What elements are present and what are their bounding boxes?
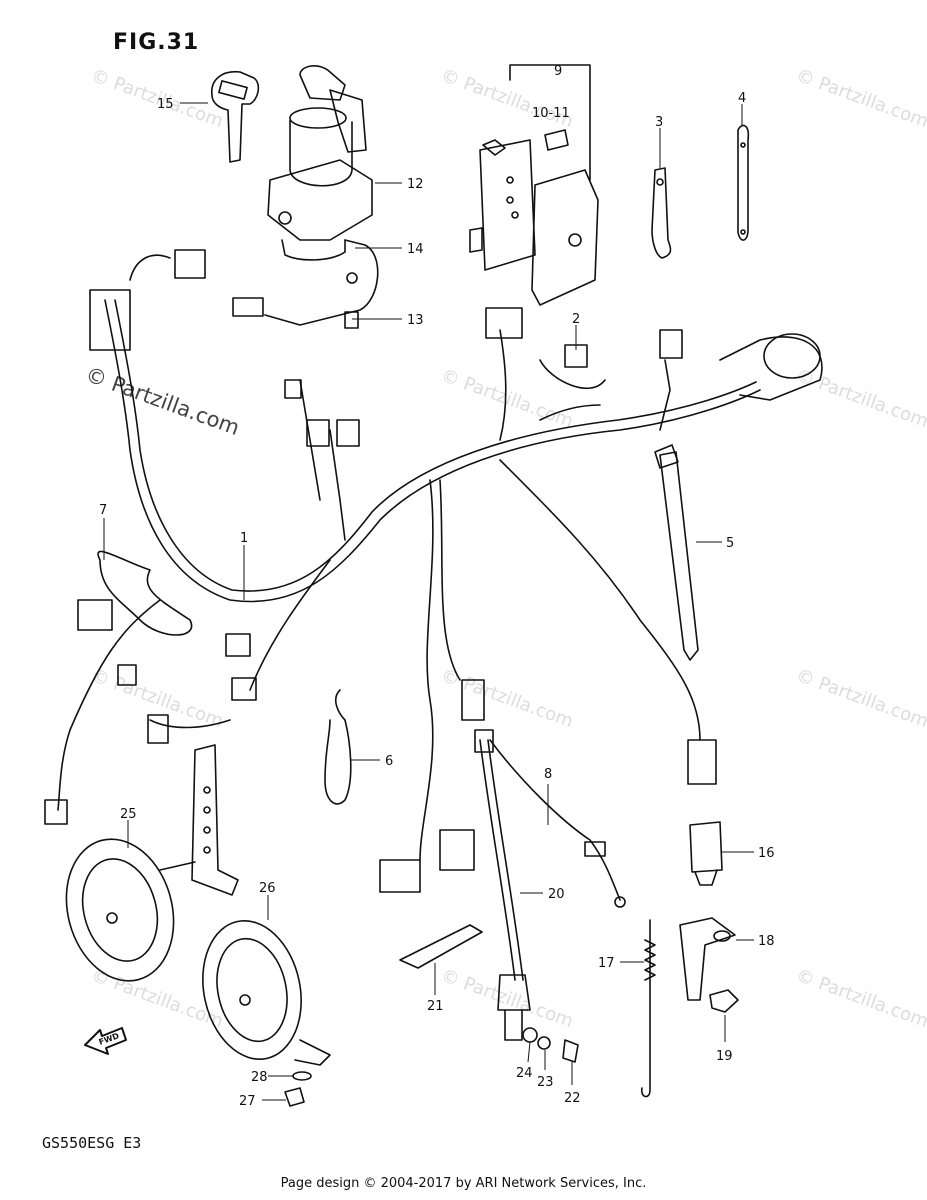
callout-label: 18 bbox=[758, 934, 775, 949]
callout-label: 10-11 bbox=[532, 106, 570, 121]
callout-label: 17 bbox=[598, 956, 615, 971]
cable-icon bbox=[474, 729, 531, 1041]
callout-labels: 1 2 3 4 5 6 7 8 9 10-11 12 13 14 15 16 1… bbox=[99, 64, 775, 1109]
callout-label: 25 bbox=[120, 807, 137, 822]
callout-label: 1 bbox=[240, 531, 248, 546]
bracket-icon bbox=[679, 917, 736, 1001]
forward-arrow-icon bbox=[84, 1027, 127, 1055]
callout-label: 9 bbox=[554, 64, 562, 79]
clamp-icon bbox=[651, 167, 672, 259]
model-code: GS550ESG E3 bbox=[42, 1134, 142, 1152]
cable-tie-icon bbox=[654, 444, 699, 661]
callout-label: 20 bbox=[548, 887, 565, 902]
callout-label: 7 bbox=[99, 503, 107, 518]
watermark-text: © Partzilla.com bbox=[82, 362, 242, 440]
callout-label: 26 bbox=[259, 881, 276, 896]
callout-label: 16 bbox=[758, 846, 775, 861]
washer-icon bbox=[292, 1071, 312, 1081]
watermark-text: © Partzilla.com bbox=[438, 365, 576, 432]
spring-icon bbox=[640, 919, 656, 1098]
callout-label: 22 bbox=[564, 1091, 581, 1106]
watermark-text: © Partzilla.com bbox=[793, 365, 927, 432]
bracket-icon bbox=[399, 924, 483, 969]
callout-label: 23 bbox=[537, 1075, 554, 1090]
wire-clamp-icon bbox=[324, 689, 352, 805]
watermark-text: © Partzilla.com bbox=[793, 65, 927, 132]
callout-label: 13 bbox=[407, 313, 424, 328]
screw-icon bbox=[562, 1039, 579, 1063]
callout-label: 12 bbox=[407, 177, 424, 192]
callout-label: 27 bbox=[239, 1094, 256, 1109]
watermark-text: © Partzilla.com bbox=[793, 665, 927, 732]
screw-icon bbox=[284, 1087, 305, 1107]
washer-icon bbox=[522, 1027, 538, 1043]
callout-label: 6 bbox=[385, 754, 393, 769]
watermark-text: © Partzilla.com bbox=[438, 665, 576, 732]
washer-icon bbox=[537, 1036, 551, 1050]
callout-label: 15 bbox=[157, 97, 174, 112]
callout-label: 19 bbox=[716, 1049, 733, 1064]
callout-label: 8 bbox=[544, 767, 552, 782]
switch-icon bbox=[689, 821, 723, 886]
horn-icon bbox=[65, 838, 175, 982]
ignition-key-icon bbox=[211, 70, 260, 163]
lead-wire-icon bbox=[489, 739, 626, 908]
callout-label: 4 bbox=[738, 91, 746, 106]
bolt-icon bbox=[709, 989, 739, 1013]
horn-icon bbox=[202, 920, 331, 1066]
wiring-harness-icon bbox=[44, 249, 823, 893]
callout-label: 5 bbox=[726, 536, 734, 551]
callout-label: 14 bbox=[407, 242, 424, 257]
watermark-text: © Partzilla.com bbox=[88, 665, 226, 732]
footer-copyright: Page design © 2004-2017 by ARI Network S… bbox=[280, 1176, 647, 1191]
relay-module-icon bbox=[469, 64, 599, 306]
callout-label: 3 bbox=[655, 115, 663, 130]
figure-title: FIG.31 bbox=[113, 30, 200, 55]
watermark-text: © Partzilla.com bbox=[793, 965, 927, 1032]
horn-bracket-icon bbox=[159, 744, 239, 896]
leader-lines bbox=[103, 102, 754, 1101]
clamp-icon bbox=[737, 124, 750, 241]
ignition-switch-icon bbox=[232, 65, 379, 329]
callout-label: 28 bbox=[251, 1070, 268, 1085]
callout-label: 21 bbox=[427, 999, 444, 1014]
callout-label: 24 bbox=[516, 1066, 533, 1081]
callout-label: 2 bbox=[572, 312, 580, 327]
